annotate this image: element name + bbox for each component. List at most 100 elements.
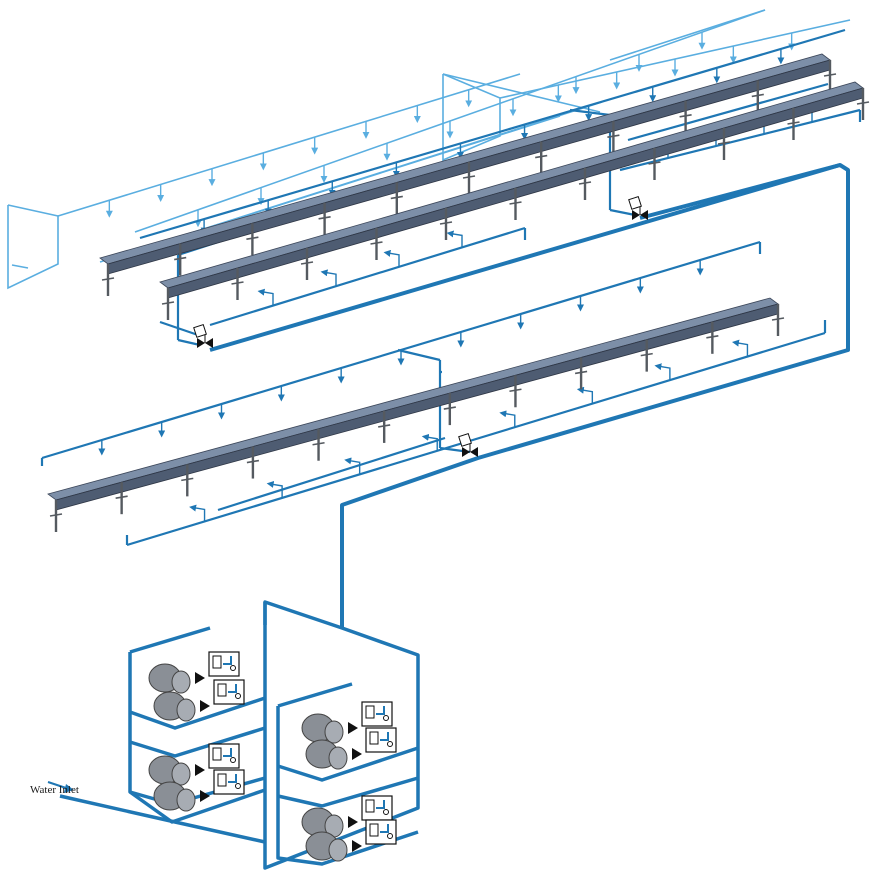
controller-sensor <box>387 833 393 839</box>
pump-icon <box>148 663 205 694</box>
trough <box>99 53 837 296</box>
return-hook <box>731 339 749 357</box>
trough-crossbar <box>648 161 661 165</box>
controller-line <box>228 684 237 693</box>
controller-icon <box>365 819 397 845</box>
trough <box>159 81 870 320</box>
pump-unit <box>153 769 245 812</box>
return-hook <box>576 386 594 404</box>
pump-unit <box>305 727 397 770</box>
controller-icon <box>213 769 245 795</box>
trough-crossbar <box>574 370 588 375</box>
pump-unit <box>305 819 397 862</box>
controller-line <box>376 800 385 809</box>
pump-icon <box>305 739 362 770</box>
trough-crossbar <box>679 114 692 118</box>
pump-symbol <box>200 700 210 712</box>
controller-sensor <box>230 665 236 671</box>
pump-unit <box>148 651 240 694</box>
controller-sensor <box>387 741 393 747</box>
trough-crossbar <box>578 181 592 185</box>
return-hook <box>189 504 206 522</box>
pump-icon <box>305 831 362 862</box>
controller-icon <box>208 743 240 769</box>
controller-gauge <box>212 747 222 761</box>
trough-crossbar <box>370 241 383 245</box>
pump-unit <box>148 743 240 786</box>
pump-housing <box>171 670 191 694</box>
trough-crossbar <box>535 154 548 159</box>
pump-symbol <box>195 764 205 776</box>
trough-crossbar <box>607 134 620 138</box>
controller-icon <box>361 795 393 821</box>
trough-crossbar <box>443 406 456 410</box>
controller-icon <box>208 651 240 677</box>
trough-crossbar <box>49 513 63 517</box>
trough-crossbar <box>823 73 837 77</box>
pump-station <box>59 600 420 870</box>
trough-crossbar <box>174 256 187 261</box>
controller-line <box>228 774 237 783</box>
pump-symbol <box>195 672 205 684</box>
water-inlet-arrow <box>47 781 74 793</box>
trough-crossbar <box>509 201 522 205</box>
trough-crossbar <box>318 216 331 220</box>
trough-crossbar <box>640 352 653 357</box>
pump-symbol <box>352 748 362 760</box>
trough-crossbar <box>231 281 244 285</box>
trough-crossbar <box>509 388 522 393</box>
trough-crossbar <box>101 277 115 281</box>
valve-icon <box>458 433 478 457</box>
controller-line <box>376 706 385 715</box>
water-inlet-label: Water Inlet <box>30 784 79 796</box>
pump-housing <box>328 746 348 770</box>
pump-housing <box>176 788 196 812</box>
trough-crossbar <box>246 459 260 464</box>
controller-sensor <box>383 715 389 721</box>
trough-crossbar <box>161 301 175 305</box>
pump-icon <box>301 713 358 744</box>
controller-gauge <box>365 705 375 719</box>
return-hook <box>257 288 274 306</box>
return-hook <box>421 433 438 451</box>
controller-sensor <box>383 809 389 815</box>
pump-unit <box>301 795 393 838</box>
return-hook <box>266 481 283 498</box>
controller-line <box>380 824 389 833</box>
pump-unit <box>301 701 393 744</box>
trough-crossbar <box>312 441 325 446</box>
controller-icon <box>365 727 397 753</box>
return-hook <box>499 410 516 428</box>
trough-crossbar <box>717 141 731 145</box>
return-hook <box>344 457 361 475</box>
cultivation-troughs <box>47 53 870 532</box>
main-supply-line <box>209 163 850 628</box>
pump-housing <box>324 720 344 744</box>
return-hook <box>446 230 463 248</box>
pump-icon <box>153 781 210 812</box>
valve-icon <box>628 196 648 220</box>
controller-sensor <box>230 757 236 763</box>
controller-icon <box>361 701 393 727</box>
pump-unit <box>153 679 245 722</box>
pump-icon <box>153 691 210 722</box>
controller-icon <box>213 679 245 705</box>
trough-crossbar <box>462 175 476 179</box>
return-hook <box>654 363 671 381</box>
pump-symbol <box>352 840 362 852</box>
trough-crossbar <box>751 93 764 98</box>
controller-gauge <box>365 799 375 813</box>
light-emitter-drops <box>105 32 796 228</box>
pump-symbol <box>348 722 358 734</box>
pump-icon <box>148 755 205 786</box>
controller-gauge <box>369 731 379 745</box>
return-hook <box>320 269 337 287</box>
trough-crossbar <box>856 101 870 105</box>
pump-symbol <box>348 816 358 828</box>
valve-icon <box>193 324 213 348</box>
trough-top <box>99 53 831 265</box>
bypass-lines <box>129 660 279 858</box>
controller-sensor <box>235 783 241 789</box>
pump-housing <box>171 762 191 786</box>
